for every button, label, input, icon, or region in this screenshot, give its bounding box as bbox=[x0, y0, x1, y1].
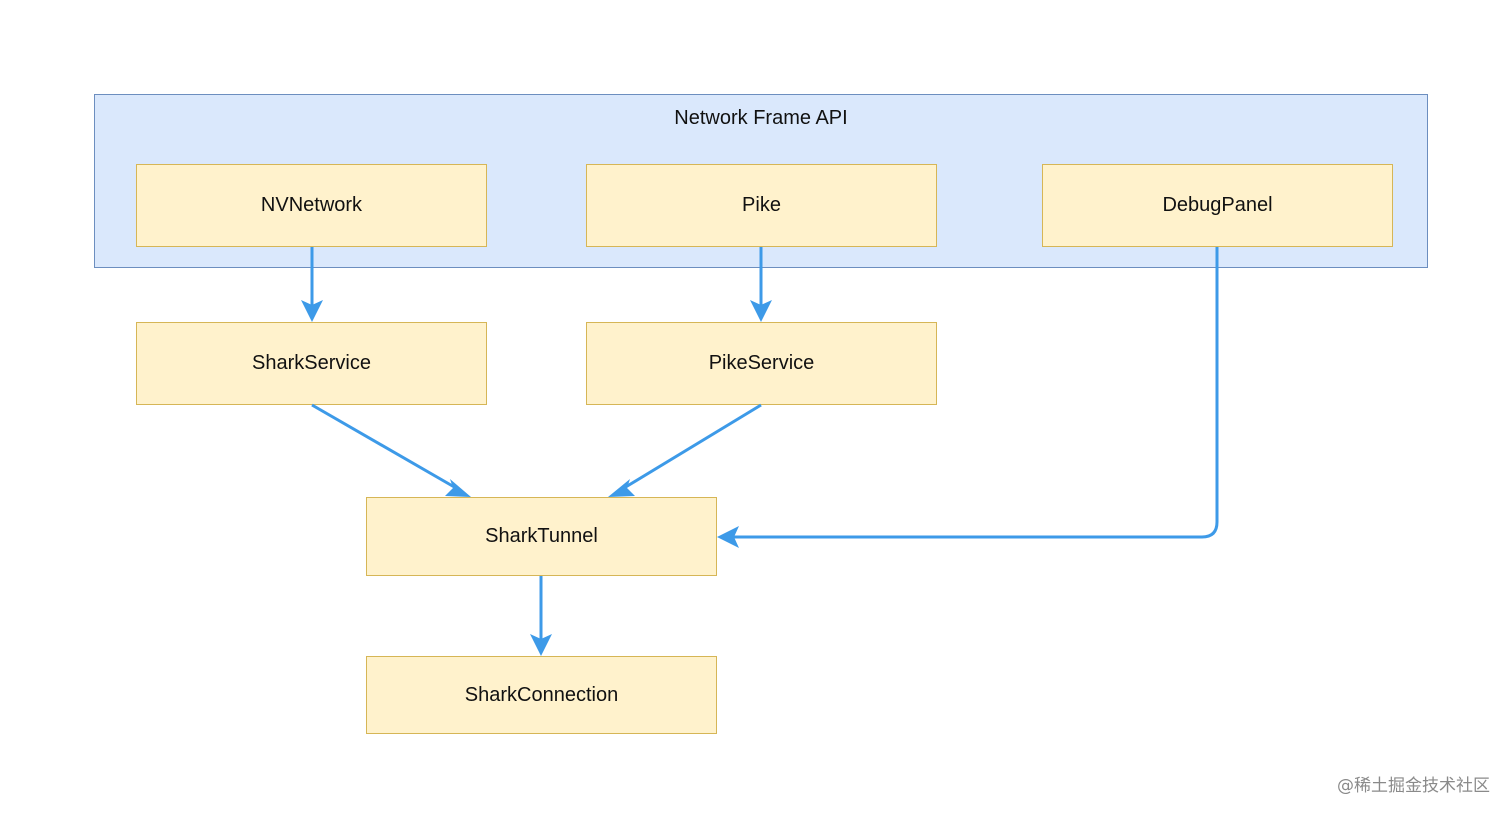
network-frame-api-label: Network Frame API bbox=[674, 107, 848, 129]
watermark-text: @稀土掘金技术社区 bbox=[1337, 776, 1490, 796]
edge-sharktunnel-sharkconnection bbox=[530, 576, 552, 656]
edge-sharkservice-sharktunnel bbox=[311, 403, 471, 497]
node-sharkservice-label: SharkService bbox=[252, 352, 371, 374]
node-sharkconnection-label: SharkConnection bbox=[464, 683, 619, 706]
node-pike: Pike bbox=[586, 164, 937, 247]
edge-pikeservice-sharktunnel bbox=[608, 403, 762, 497]
node-debugpanel-label: DebugPanel bbox=[1162, 194, 1273, 216]
node-pikeservice-label: PikeService bbox=[708, 352, 815, 374]
node-sharktunnel: SharkTunnel bbox=[366, 497, 717, 576]
node-pikeservice: PikeService bbox=[586, 322, 937, 405]
node-nvnetwork: NVNetwork bbox=[136, 164, 487, 247]
node-sharkservice: SharkService bbox=[136, 322, 487, 405]
node-nvnetwork-label: NVNetwork bbox=[260, 194, 363, 216]
node-pike-label: Pike bbox=[742, 194, 781, 216]
node-sharkconnection: SharkConnection bbox=[366, 656, 717, 734]
node-debugpanel: DebugPanel bbox=[1042, 164, 1393, 247]
node-sharktunnel-label: SharkTunnel bbox=[485, 525, 598, 547]
